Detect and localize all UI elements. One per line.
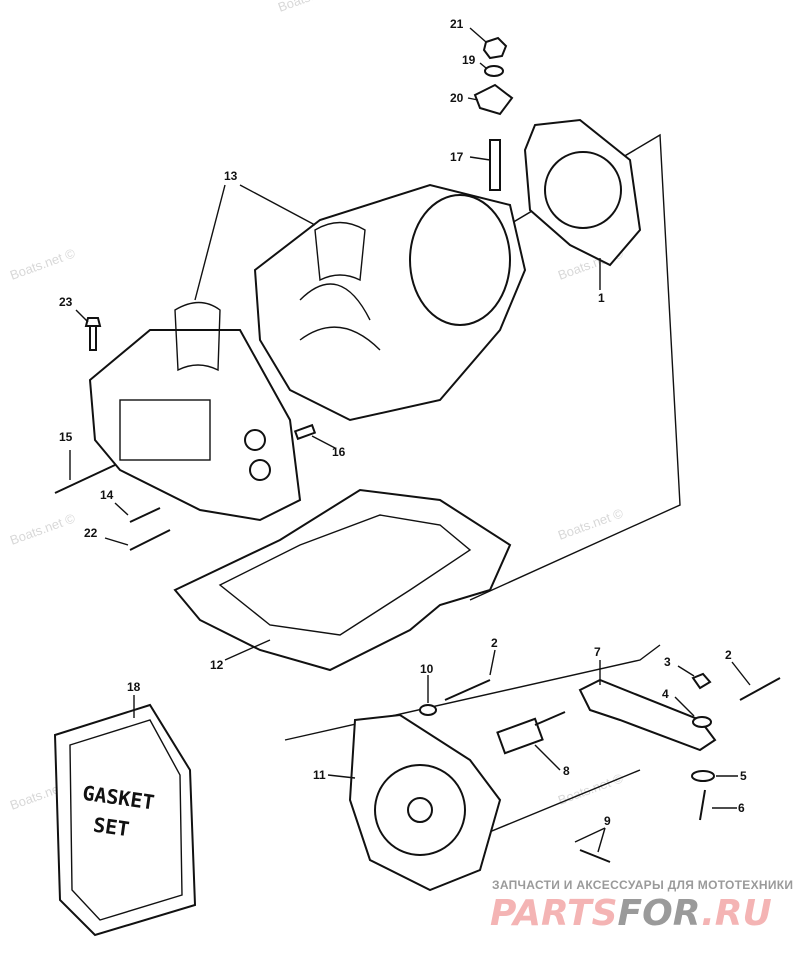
callout-5: 5	[740, 769, 747, 783]
callout-17: 17	[450, 150, 464, 164]
watermark: Boats.net ©	[556, 505, 626, 543]
logo-part-parts: PARTS	[490, 893, 618, 934]
callout-15: 15	[59, 430, 73, 444]
logo-part-for: FOR	[618, 893, 702, 934]
callout-7: 7	[594, 645, 601, 659]
nut-washer-stud-stack	[473, 36, 514, 191]
callout-11: 11	[313, 768, 326, 782]
watermark: Boats.net ©	[8, 245, 78, 283]
callout-9: 9	[604, 814, 611, 828]
callout-21: 21	[450, 17, 464, 31]
bracket	[578, 672, 717, 782]
logo-part-ru: .RU	[701, 893, 772, 934]
callout-20: 20	[450, 91, 464, 105]
callout-2b: 2	[725, 648, 732, 662]
callout-18: 18	[127, 680, 141, 694]
callout-1: 1	[598, 291, 605, 305]
callout-4: 4	[662, 687, 669, 701]
callouts: 21 19 20 17 13 23 1 15 16 14 22 12 2 7 3…	[59, 17, 747, 828]
cylinder-head-gasket	[523, 118, 642, 267]
temperature-sender	[496, 711, 566, 755]
bolts	[54, 317, 781, 863]
thermostat-housing	[348, 704, 502, 892]
callout-16: 16	[332, 445, 346, 459]
watermark: Boats.net ©	[276, 0, 346, 15]
callout-19: 19	[462, 53, 476, 67]
watermark: Boats.net ©	[8, 510, 78, 548]
callout-3: 3	[664, 655, 671, 669]
leader-lines	[69, 27, 751, 853]
callout-8: 8	[563, 764, 570, 778]
site-logo: ЗАПЧАСТИ И АКСЕССУАРЫ ДЛЯ МОТОТЕХНИКИ PA…	[490, 878, 793, 934]
base-gasket	[173, 488, 512, 672]
gasket-set-label-line2: SET	[92, 813, 131, 842]
callout-6: 6	[738, 801, 745, 815]
callout-13: 13	[224, 169, 238, 183]
callout-23: 23	[59, 295, 73, 309]
callout-2: 2	[491, 636, 498, 650]
gasket-set-box: GASKET SET	[53, 703, 197, 937]
callout-10: 10	[420, 662, 434, 676]
callout-22: 22	[84, 526, 98, 540]
callout-14: 14	[100, 488, 114, 502]
logo-wordmark: PARTSFOR.RU	[490, 893, 772, 934]
crankcase	[88, 301, 302, 522]
logo-tagline: ЗАПЧАСТИ И АКСЕССУАРЫ ДЛЯ МОТОТЕХНИКИ	[492, 878, 793, 892]
cylinder-block	[253, 183, 527, 422]
callout-12: 12	[210, 658, 224, 672]
